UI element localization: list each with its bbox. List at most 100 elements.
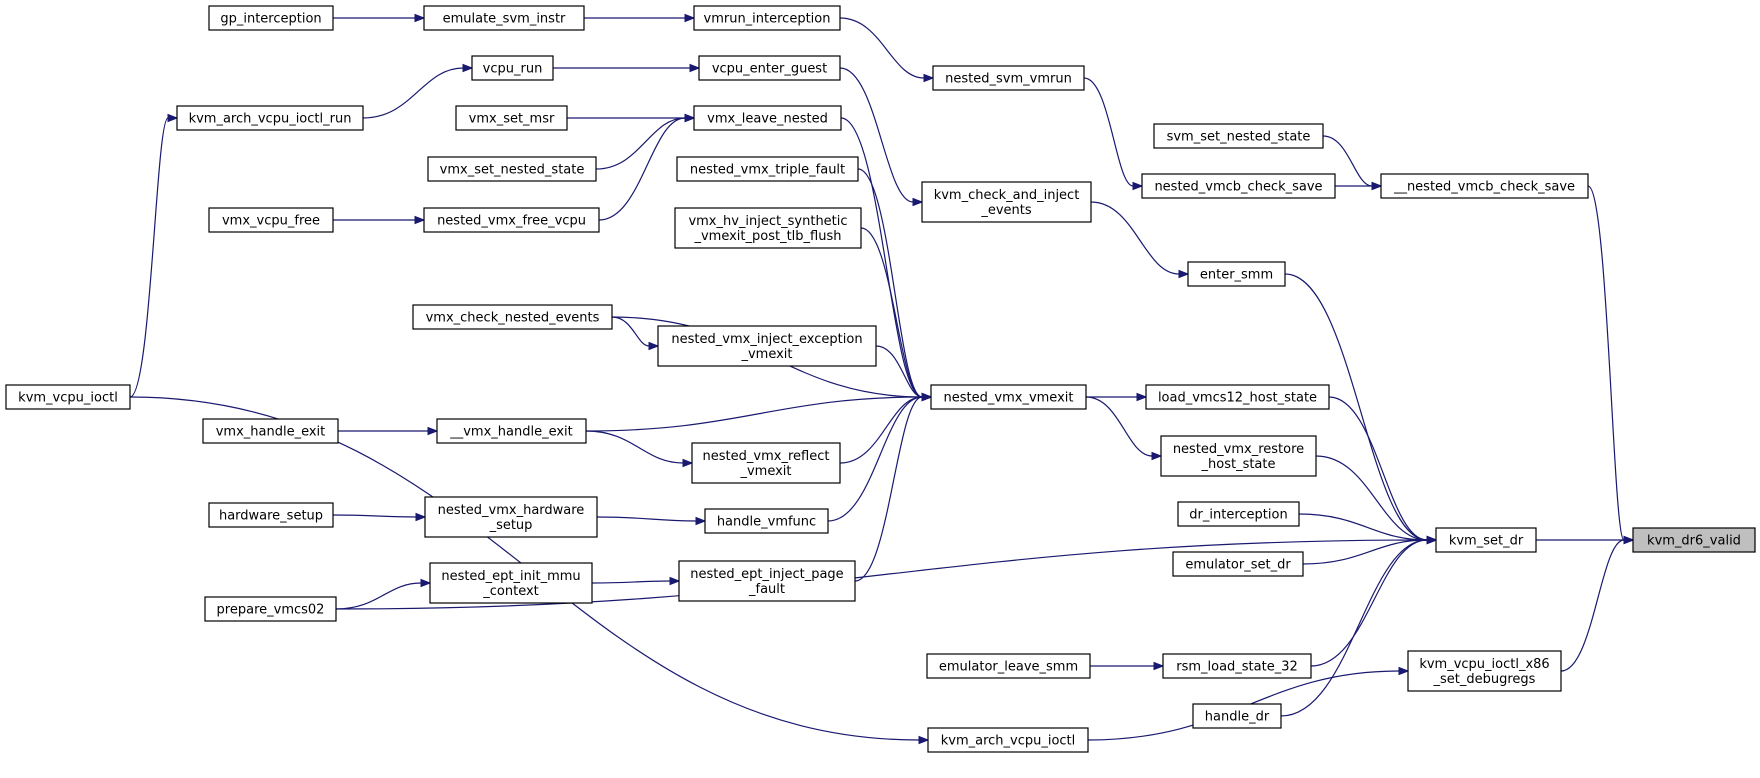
node-vcpu_enter_guest[interactable]: vcpu_enter_guest bbox=[698, 55, 841, 81]
node-emulator_set_dr[interactable]: emulator_set_dr bbox=[1172, 551, 1304, 577]
node-label: nested_vmx_free_vcpu bbox=[437, 214, 586, 229]
node-box bbox=[176, 105, 364, 131]
node-kvm_vcpu_ioctl_x86_set_debugregs[interactable]: kvm_vcpu_ioctl_x86_set_debugregs bbox=[1407, 650, 1562, 692]
node-handle_vmfunc[interactable]: handle_vmfunc bbox=[704, 508, 829, 534]
node-label: _host_state bbox=[1201, 457, 1276, 472]
node-box bbox=[412, 304, 613, 330]
node-kvm_vcpu_ioctl[interactable]: kvm_vcpu_ioctl bbox=[5, 384, 131, 410]
edge-rsm_load_state_32-to-kvm_set_dr bbox=[1310, 539, 1428, 667]
node-label: kvm_vcpu_ioctl bbox=[18, 391, 118, 406]
node-kvm_dr6_valid[interactable]: kvm_dr6_valid bbox=[1632, 527, 1756, 553]
node-box bbox=[1380, 173, 1589, 199]
node-nested_svm_vmrun[interactable]: nested_svm_vmrun bbox=[932, 65, 1085, 91]
node-label: nested_vmx_triple_fault bbox=[690, 163, 845, 178]
arrowhead-__nested_vmcb_check_save-to-kvm_dr6_valid bbox=[1623, 535, 1635, 545]
node-label: vmx_leave_nested bbox=[707, 112, 828, 127]
edge-__vmx_handle_exit-to-nested_vmx_reflect_vmexit bbox=[585, 430, 684, 464]
node-svm_set_nested_state[interactable]: svm_set_nested_state bbox=[1153, 123, 1324, 149]
node-vmx_hv_inject_synthetic_vmexit_post_tlb_flush[interactable]: vmx_hv_inject_synthetic_vmexit_post_tlb_… bbox=[674, 207, 862, 249]
node-kvm_check_and_inject_events[interactable]: kvm_check_and_inject_events bbox=[921, 181, 1092, 223]
arrowhead-kvm_arch_vcpu_ioctl-to-kvm_vcpu_ioctl_x86_set_debugregs bbox=[1398, 666, 1410, 676]
edge-__nested_vmcb_check_save-to-kvm_dr6_valid bbox=[1587, 185, 1625, 541]
arrowhead-nested_svm_vmrun-to-nested_vmcb_check_save bbox=[1132, 181, 1144, 191]
node-vmx_check_nested_events[interactable]: vmx_check_nested_events bbox=[412, 304, 613, 330]
edge-kvm_arch_vcpu_ioctl_run-to-vcpu_run bbox=[362, 67, 464, 119]
node-nested_vmcb_check_save[interactable]: nested_vmcb_check_save bbox=[1141, 173, 1336, 199]
node-label: vcpu_enter_guest bbox=[712, 62, 827, 77]
node-box bbox=[698, 55, 841, 81]
node-label: vmx_hv_inject_synthetic bbox=[688, 214, 847, 229]
node-enter_smm[interactable]: enter_smm bbox=[1187, 261, 1286, 287]
node-emulate_svm_instr[interactable]: emulate_svm_instr bbox=[423, 5, 585, 31]
node-box bbox=[424, 496, 598, 538]
node-kvm_arch_vcpu_ioctl[interactable]: kvm_arch_vcpu_ioctl bbox=[927, 727, 1089, 753]
node-label: nested_ept_inject_page bbox=[690, 567, 843, 582]
arrowhead-nested_vmx_vmexit-to-nested_vmx_restore_host_state bbox=[1151, 451, 1163, 461]
node-vmx_set_msr[interactable]: vmx_set_msr bbox=[455, 105, 568, 131]
node-kvm_set_dr[interactable]: kvm_set_dr bbox=[1435, 527, 1537, 553]
node-label: nested_svm_vmrun bbox=[945, 72, 1072, 87]
node-vmx_vcpu_free[interactable]: vmx_vcpu_free bbox=[208, 207, 334, 233]
node-box bbox=[208, 5, 334, 31]
edge-vmrun_interception-to-nested_svm_vmrun bbox=[839, 17, 925, 79]
node-label: svm_set_nested_state bbox=[1167, 130, 1311, 145]
node-box bbox=[930, 384, 1087, 410]
arrowhead-nested_vmx_vmexit-to-load_vmcs12_host_state bbox=[1136, 392, 1148, 402]
node-nested_vmx_triple_fault[interactable]: nested_vmx_triple_fault bbox=[676, 156, 859, 182]
node-vmx_set_nested_state[interactable]: vmx_set_nested_state bbox=[427, 156, 597, 182]
node-label: nested_vmx_restore bbox=[1173, 442, 1304, 457]
edge-enter_smm-to-kvm_set_dr bbox=[1284, 273, 1428, 541]
node-box bbox=[1187, 261, 1286, 287]
node-label: emulator_set_dr bbox=[1185, 558, 1291, 573]
node-nested_ept_init_mmu_context[interactable]: nested_ept_init_mmu_context bbox=[429, 562, 593, 604]
edge-vcpu_enter_guest-to-kvm_check_and_inject_events bbox=[839, 67, 914, 203]
edge-handle_vmfunc-to-nested_vmx_vmexit bbox=[827, 396, 923, 522]
node-prepare_vmcs02[interactable]: prepare_vmcs02 bbox=[204, 596, 337, 622]
node-__nested_vmcb_check_save[interactable]: __nested_vmcb_check_save bbox=[1380, 173, 1589, 199]
node-box bbox=[676, 156, 859, 182]
node-box bbox=[1177, 501, 1300, 527]
arrowhead-kvm_arch_vcpu_ioctl_run-to-vcpu_run bbox=[462, 63, 474, 73]
node-label: handle_dr bbox=[1205, 710, 1270, 725]
node-vmrun_interception[interactable]: vmrun_interception bbox=[693, 5, 841, 31]
node-label: kvm_check_and_inject bbox=[934, 188, 1080, 203]
node-nested_vmx_vmexit[interactable]: nested_vmx_vmexit bbox=[930, 384, 1087, 410]
node-box bbox=[208, 207, 334, 233]
arrowhead-handle_dr-to-kvm_set_dr bbox=[1426, 535, 1438, 545]
node-kvm_arch_vcpu_ioctl_run[interactable]: kvm_arch_vcpu_ioctl_run bbox=[176, 105, 364, 131]
node-handle_dr[interactable]: handle_dr bbox=[1192, 703, 1282, 729]
node-dr_interception[interactable]: dr_interception bbox=[1177, 501, 1300, 527]
node-__vmx_handle_exit[interactable]: __vmx_handle_exit bbox=[436, 418, 587, 444]
node-box bbox=[657, 325, 877, 367]
edge-vmx_set_nested_state-to-vmx_leave_nested bbox=[595, 117, 686, 170]
node-box bbox=[5, 384, 131, 410]
node-label: rsm_load_state_32 bbox=[1176, 660, 1298, 675]
node-label: kvm_vcpu_ioctl_x86 bbox=[1419, 657, 1549, 672]
node-nested_vmx_reflect_vmexit[interactable]: nested_vmx_reflect_vmexit bbox=[691, 442, 841, 484]
node-vmx_handle_exit[interactable]: vmx_handle_exit bbox=[202, 418, 339, 444]
node-box bbox=[921, 181, 1092, 223]
node-load_vmcs12_host_state[interactable]: load_vmcs12_host_state bbox=[1145, 384, 1330, 410]
node-nested_ept_inject_page_fault[interactable]: nested_ept_inject_page_fault bbox=[678, 560, 856, 602]
node-label: emulator_leave_smm bbox=[939, 660, 1078, 675]
edge-nested_vmx_free_vcpu-to-vmx_leave_nested bbox=[598, 117, 686, 221]
node-emulator_leave_smm[interactable]: emulator_leave_smm bbox=[926, 653, 1091, 679]
node-vmx_leave_nested[interactable]: vmx_leave_nested bbox=[693, 105, 842, 131]
node-label: emulate_svm_instr bbox=[443, 12, 566, 27]
node-label: dr_interception bbox=[1189, 508, 1287, 523]
node-vcpu_run[interactable]: vcpu_run bbox=[471, 55, 554, 81]
arrowhead-prepare_vmcs02-to-nested_ept_init_mmu_context bbox=[420, 578, 432, 588]
node-label: __vmx_handle_exit bbox=[449, 425, 573, 440]
node-box bbox=[927, 727, 1089, 753]
node-hardware_setup[interactable]: hardware_setup bbox=[208, 502, 334, 528]
edge-nested_ept_init_mmu_context-to-nested_ept_inject_page_fault bbox=[591, 580, 671, 584]
node-nested_vmx_hardware_setup[interactable]: nested_vmx_hardware_setup bbox=[424, 496, 598, 538]
node-rsm_load_state_32[interactable]: rsm_load_state_32 bbox=[1162, 653, 1312, 679]
node-label: _vmexit bbox=[739, 464, 791, 479]
node-nested_vmx_restore_host_state[interactable]: nested_vmx_restore_host_state bbox=[1160, 435, 1317, 477]
node-nested_vmx_free_vcpu[interactable]: nested_vmx_free_vcpu bbox=[423, 207, 600, 233]
node-gp_interception[interactable]: gp_interception bbox=[208, 5, 334, 31]
node-nested_vmx_inject_exception_vmexit[interactable]: nested_vmx_inject_exception_vmexit bbox=[657, 325, 877, 367]
node-box bbox=[1153, 123, 1324, 149]
node-label: vmx_set_msr bbox=[469, 112, 555, 127]
